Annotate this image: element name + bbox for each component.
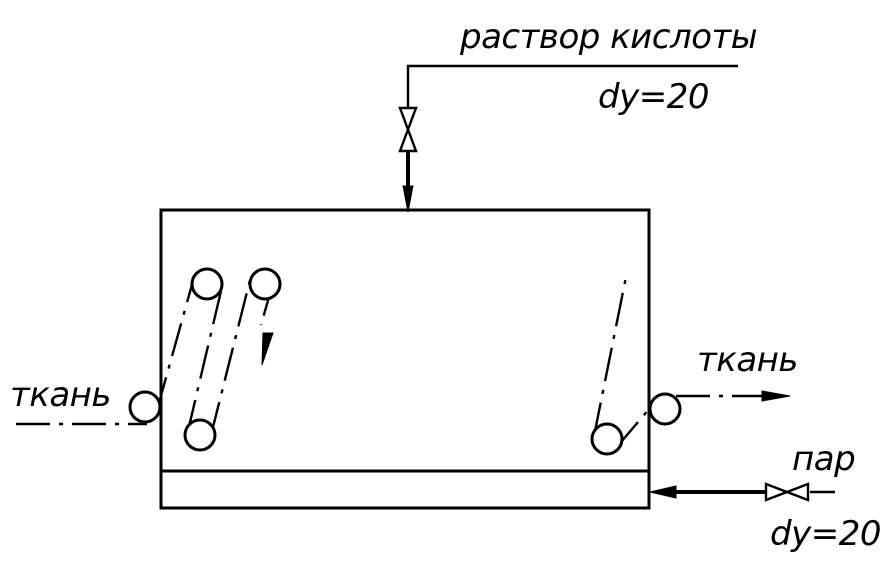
roller-exit <box>648 392 682 426</box>
roller-top-2 <box>248 267 282 301</box>
fabric-in-descend-2 <box>185 290 223 436</box>
fabric-out-rise <box>592 271 629 437</box>
acid-feed-pipe <box>398 64 738 213</box>
fabric-path-in <box>16 279 275 436</box>
steam-label: пар <box>792 439 855 479</box>
steam-feed-pipe <box>649 482 835 502</box>
fabric-out-arrow-icon <box>761 390 791 402</box>
fabric-direction-arrow-icon <box>261 332 274 366</box>
tank-body <box>159 208 651 510</box>
fabric-out-label: ткань <box>697 340 798 380</box>
fabric-in-descend-1 <box>155 280 195 411</box>
fabric-in-label: ткань <box>10 375 111 415</box>
steam-valve-icon <box>764 482 810 502</box>
roller-bottom-exit <box>590 422 624 456</box>
steam-pipe-diameter-label: dy=20 <box>770 514 881 554</box>
fabric-in-descend-3 <box>209 279 252 436</box>
acid-valve-icon <box>398 106 418 153</box>
acid-flow-arrow-icon <box>402 185 414 213</box>
steam-flow-arrow-icon <box>649 485 677 499</box>
acid-solution-label: раствор кислоты <box>459 17 757 57</box>
roller-top-1 <box>190 267 224 301</box>
roller-bottom-1 <box>183 418 217 452</box>
acid-pipe-diameter-label: dy=20 <box>598 77 709 117</box>
roller-entry <box>128 390 162 424</box>
